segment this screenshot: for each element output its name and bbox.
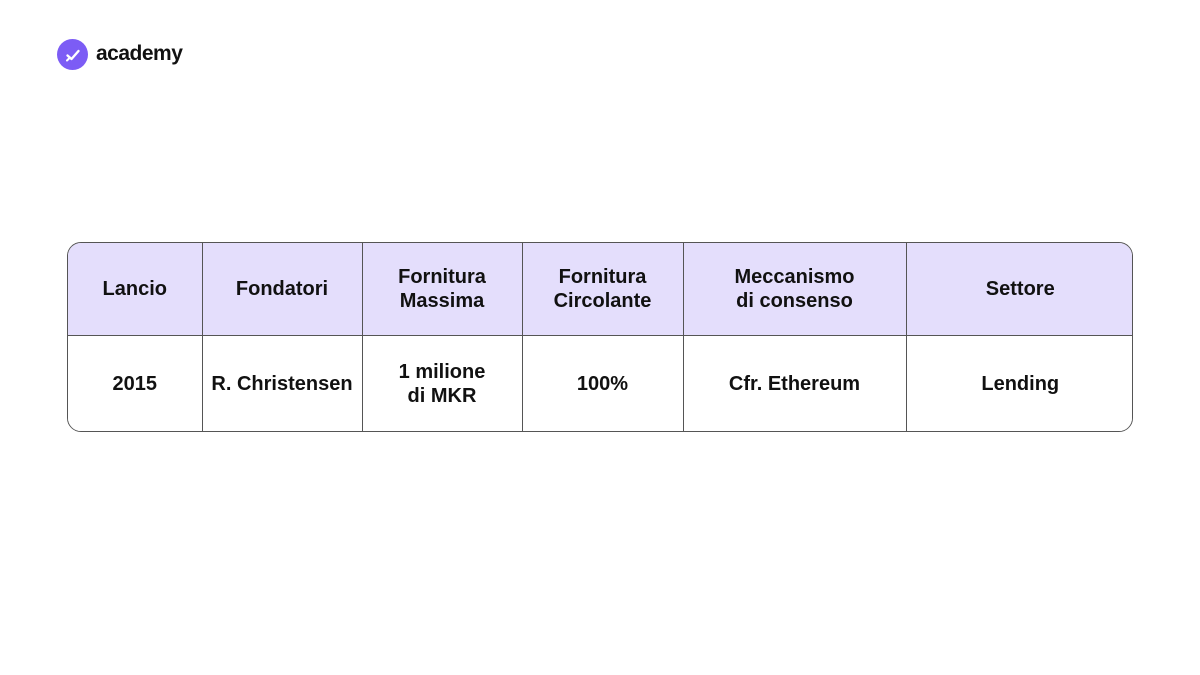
cell-meccanismo: Cfr. Ethereum xyxy=(683,335,907,431)
column-header-fondatori: Fondatori xyxy=(202,243,363,336)
column-header-lancio: Lancio xyxy=(68,243,203,336)
cell-fornitura-circolante: 100% xyxy=(522,335,684,431)
column-header-fornitura-circolante: Fornitura Circolante xyxy=(522,243,684,336)
brand-logo: academy xyxy=(57,39,183,70)
info-table: Lancio Fondatori Fornitura Massima Forni… xyxy=(68,243,1132,431)
table-row: 2015 R. Christensen 1 milione di MKR 100… xyxy=(68,335,1132,431)
column-header-settore: Settore xyxy=(906,243,1132,336)
cell-settore: Lending xyxy=(906,335,1132,431)
cell-fornitura-massima: 1 milione di MKR xyxy=(362,335,523,431)
check-badge-icon xyxy=(57,39,88,70)
cell-fondatori: R. Christensen xyxy=(202,335,363,431)
column-header-fornitura-massima: Fornitura Massima xyxy=(362,243,523,336)
column-header-meccanismo: Meccanismo di consenso xyxy=(683,243,907,336)
info-table-container: Lancio Fondatori Fornitura Massima Forni… xyxy=(67,242,1133,432)
cell-lancio: 2015 xyxy=(68,335,203,431)
table-header-row: Lancio Fondatori Fornitura Massima Forni… xyxy=(68,243,1132,336)
brand-name: academy xyxy=(96,41,183,65)
